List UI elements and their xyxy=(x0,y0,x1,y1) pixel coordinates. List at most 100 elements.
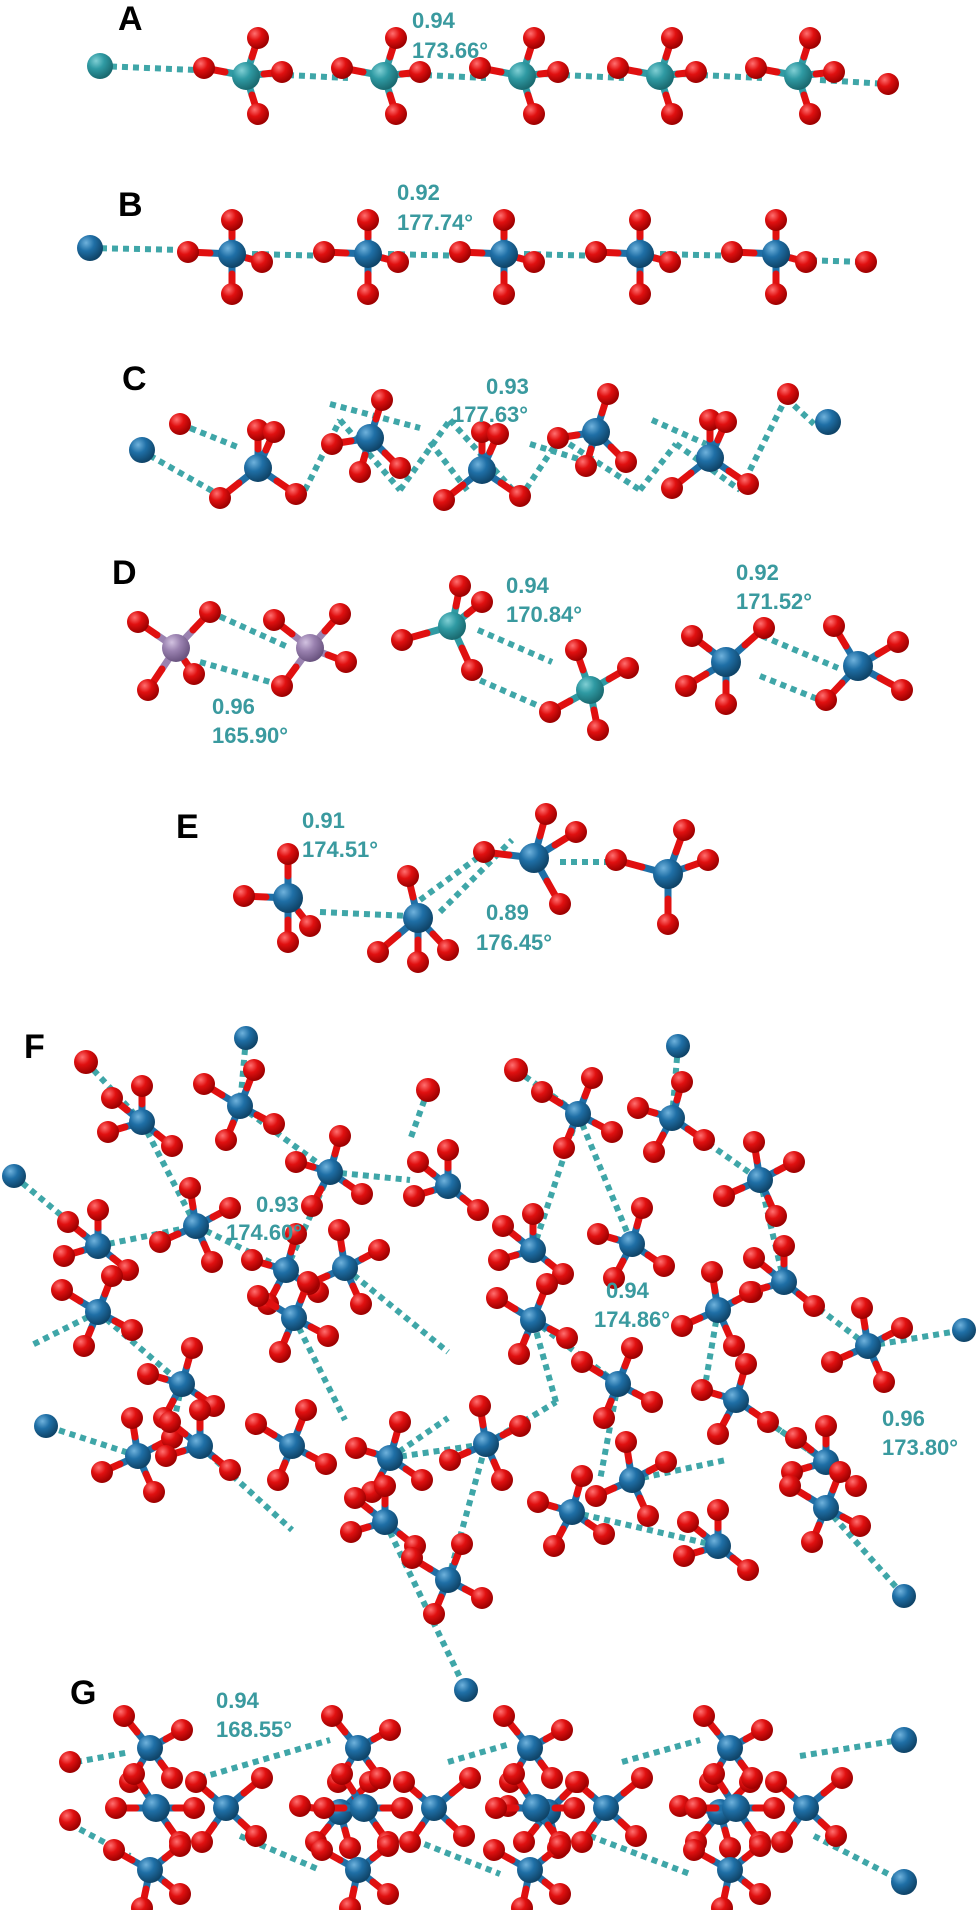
oxygen-atom xyxy=(439,1449,461,1471)
oxygen-atom xyxy=(329,1125,351,1147)
oxygen-atom xyxy=(571,1831,593,1853)
oxygen-atom xyxy=(523,27,545,49)
angle-label: 173.80° xyxy=(882,1435,958,1460)
molecule xyxy=(585,1431,677,1527)
oxygen-atom xyxy=(757,1411,779,1433)
oxygen-atom xyxy=(219,1197,241,1219)
oxygen-atom xyxy=(483,1839,505,1861)
molecule xyxy=(311,1835,399,1910)
oxygen-atom xyxy=(815,1415,837,1437)
oxygen-atom xyxy=(749,1835,771,1857)
molecule xyxy=(149,1177,241,1273)
central-atom xyxy=(855,1333,881,1359)
oxygen-atom xyxy=(735,1353,757,1375)
molecule xyxy=(340,1475,426,1557)
interaction-line xyxy=(199,1737,331,1781)
oxygen-atom xyxy=(693,1705,715,1727)
oxygen-atom xyxy=(549,1835,571,1857)
panel-label-c: C xyxy=(122,360,147,398)
interaction-line xyxy=(812,1833,902,1883)
central-atom xyxy=(519,843,549,873)
central-atom xyxy=(576,676,604,704)
central-atom xyxy=(843,651,873,681)
central-atom xyxy=(696,444,724,472)
central-atom xyxy=(350,1794,378,1822)
central-atom xyxy=(421,1795,447,1821)
oxygen-atom xyxy=(403,1185,425,1207)
oxygen-atom xyxy=(661,103,683,125)
central-atom xyxy=(218,240,246,268)
oxygen-atom xyxy=(565,639,587,661)
oxygen-atom xyxy=(715,411,737,433)
angle-label: 177.63° xyxy=(452,402,528,427)
central-atom xyxy=(332,1255,358,1281)
interaction-line xyxy=(558,435,642,493)
central-atom xyxy=(520,1237,546,1263)
oxygen-atom xyxy=(245,1825,267,1847)
oxygen-atom xyxy=(407,1151,429,1173)
oxygen-atom xyxy=(657,913,679,935)
oxygen-atom xyxy=(113,1705,135,1727)
oxygen-atom xyxy=(552,1263,574,1285)
oxygen-atom xyxy=(277,843,299,865)
molecule xyxy=(193,1059,285,1151)
oxygen-atom xyxy=(553,1137,575,1159)
oxygen-atom xyxy=(527,1491,549,1513)
interaction-line xyxy=(447,1741,511,1765)
oxygen-atom xyxy=(671,1071,693,1093)
oxygen-atom xyxy=(691,1379,713,1401)
central-atom xyxy=(85,1299,111,1325)
oxygen-atom xyxy=(891,679,913,701)
central-atom xyxy=(129,1109,155,1135)
interaction-line xyxy=(823,1506,907,1598)
oxygen-atom xyxy=(631,1197,653,1219)
oxygen-atom xyxy=(59,1809,81,1831)
oxygen-atom xyxy=(350,1293,372,1315)
molecule xyxy=(103,1835,191,1910)
central-atom xyxy=(784,62,812,90)
oxygen-atom xyxy=(605,849,627,871)
central-atom xyxy=(891,1727,917,1753)
central-atom xyxy=(705,1297,731,1323)
molecules xyxy=(2,1026,976,1702)
oxygen-atom xyxy=(367,941,389,963)
distance-label: 0.94 xyxy=(506,573,550,598)
oxygen-atom xyxy=(511,1897,533,1910)
oxygen-atom xyxy=(105,1797,127,1819)
molecule xyxy=(587,1197,675,1289)
oxygen-atom xyxy=(143,1481,165,1503)
central-atom xyxy=(317,1159,343,1185)
central-atom xyxy=(565,1101,591,1127)
oxygen-atom xyxy=(285,1151,307,1173)
central-atom xyxy=(232,62,260,90)
oxygen-atom xyxy=(513,1831,535,1853)
oxygen-atom xyxy=(351,1183,373,1205)
oxygen-atom xyxy=(59,1751,81,1773)
oxygen-atom xyxy=(887,631,909,653)
interaction-line xyxy=(476,627,554,665)
central-atom xyxy=(723,1387,749,1413)
oxygen-atom xyxy=(745,57,767,79)
oxygen-atom xyxy=(653,1255,675,1277)
oxygen-atom xyxy=(397,865,419,887)
molecule xyxy=(469,27,569,125)
interaction-lines xyxy=(199,609,840,713)
angle-label: 177.74° xyxy=(397,210,473,235)
molecules xyxy=(77,209,877,305)
oxygen-atom xyxy=(597,383,619,405)
central-atom xyxy=(815,409,841,435)
interaction-line xyxy=(139,1120,199,1228)
oxygen-atom xyxy=(493,209,515,231)
oxygen-atom xyxy=(221,209,243,231)
molecule xyxy=(627,1071,715,1163)
oxygen-atom xyxy=(269,1341,291,1363)
oxygen-atom xyxy=(387,251,409,273)
molecules xyxy=(233,803,719,973)
oxygen-atom xyxy=(331,1763,353,1785)
interaction-line xyxy=(382,1520,469,1692)
oxygen-atom xyxy=(391,629,413,651)
central-atom xyxy=(559,1499,585,1525)
interaction-line xyxy=(89,245,187,253)
interaction-line xyxy=(760,633,840,671)
molecule xyxy=(565,1767,653,1853)
